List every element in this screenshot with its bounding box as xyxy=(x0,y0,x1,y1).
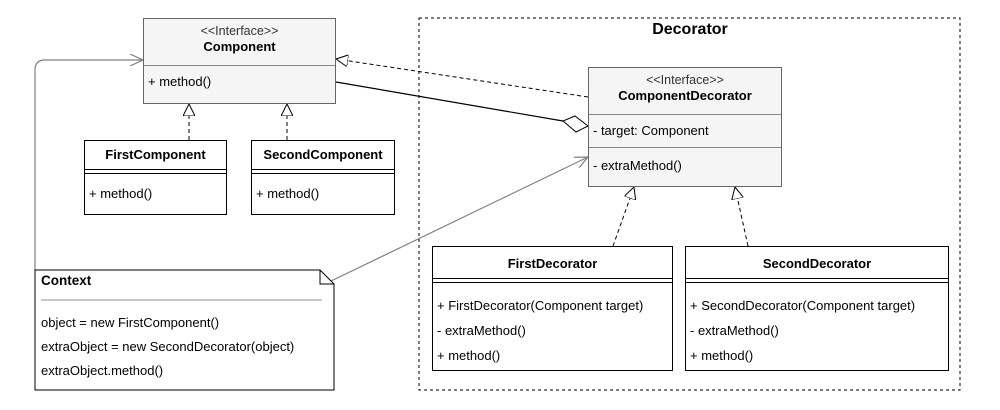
context-note-fold xyxy=(319,270,334,285)
context-note-line: extraObject = new SecondDecorator(object… xyxy=(41,339,295,354)
component-op: + method() xyxy=(148,74,212,89)
context-note-line: object = new FirstComponent() xyxy=(41,315,220,330)
componentdecorator-attr: - target: Component xyxy=(593,123,709,138)
firstdecorator-class[interactable]: FirstDecorator + FirstDecorator(Componen… xyxy=(432,246,673,371)
context-note-title: Context xyxy=(41,273,92,288)
component-name: Component xyxy=(203,39,276,54)
decorator-region-frame xyxy=(418,17,961,391)
realization-seconddecorator xyxy=(735,187,749,247)
componentdecorator-class[interactable]: <<Interface>> ComponentDecorator - targe… xyxy=(588,67,782,187)
componentdecorator-stereotype: <<Interface>> xyxy=(646,73,724,87)
seconddecorator-op-extra: - extraMethod() xyxy=(690,323,779,338)
aggregation-diamond xyxy=(562,115,589,133)
component-class[interactable]: <<Interface>> Component + method() xyxy=(143,18,336,104)
firstcomponent-op: + method() xyxy=(89,186,153,201)
context-note-line: extraObject.method() xyxy=(41,363,164,378)
seconddecorator-class[interactable]: SecondDecorator + SecondDecorator(Compon… xyxy=(685,246,949,371)
note-link-to-decorator xyxy=(328,157,588,283)
componentdecorator-name: ComponentDecorator xyxy=(618,88,752,103)
realization-componentdecorator xyxy=(336,59,589,98)
firstdecorator-name: FirstDecorator xyxy=(507,256,598,271)
firstdecorator-op-extra: - extraMethod() xyxy=(437,323,526,338)
seconddecorator-op-method: + method() xyxy=(690,348,754,363)
secondcomponent-op: + method() xyxy=(256,186,320,201)
firstcomponent-name: FirstComponent xyxy=(105,147,206,162)
firstdecorator-op-constructor: + FirstDecorator(Component target) xyxy=(437,298,644,313)
component-stereotype: <<Interface>> xyxy=(200,24,279,38)
aggregation-line xyxy=(335,81,564,122)
realization-firstdecorator xyxy=(612,187,634,247)
firstdecorator-op-method: + method() xyxy=(437,348,501,363)
seconddecorator-op-constructor: + SecondDecorator(Component target) xyxy=(690,298,916,313)
firstcomponent-class[interactable]: FirstComponent + method() xyxy=(84,140,227,215)
decorator-region-title: Decorator xyxy=(652,21,728,38)
note-link-to-component xyxy=(34,60,143,270)
seconddecorator-name: SecondDecorator xyxy=(762,256,872,271)
componentdecorator-op: - extraMethod() xyxy=(593,158,682,173)
secondcomponent-name: SecondComponent xyxy=(263,147,383,162)
secondcomponent-class[interactable]: SecondComponent + method() xyxy=(251,140,395,215)
